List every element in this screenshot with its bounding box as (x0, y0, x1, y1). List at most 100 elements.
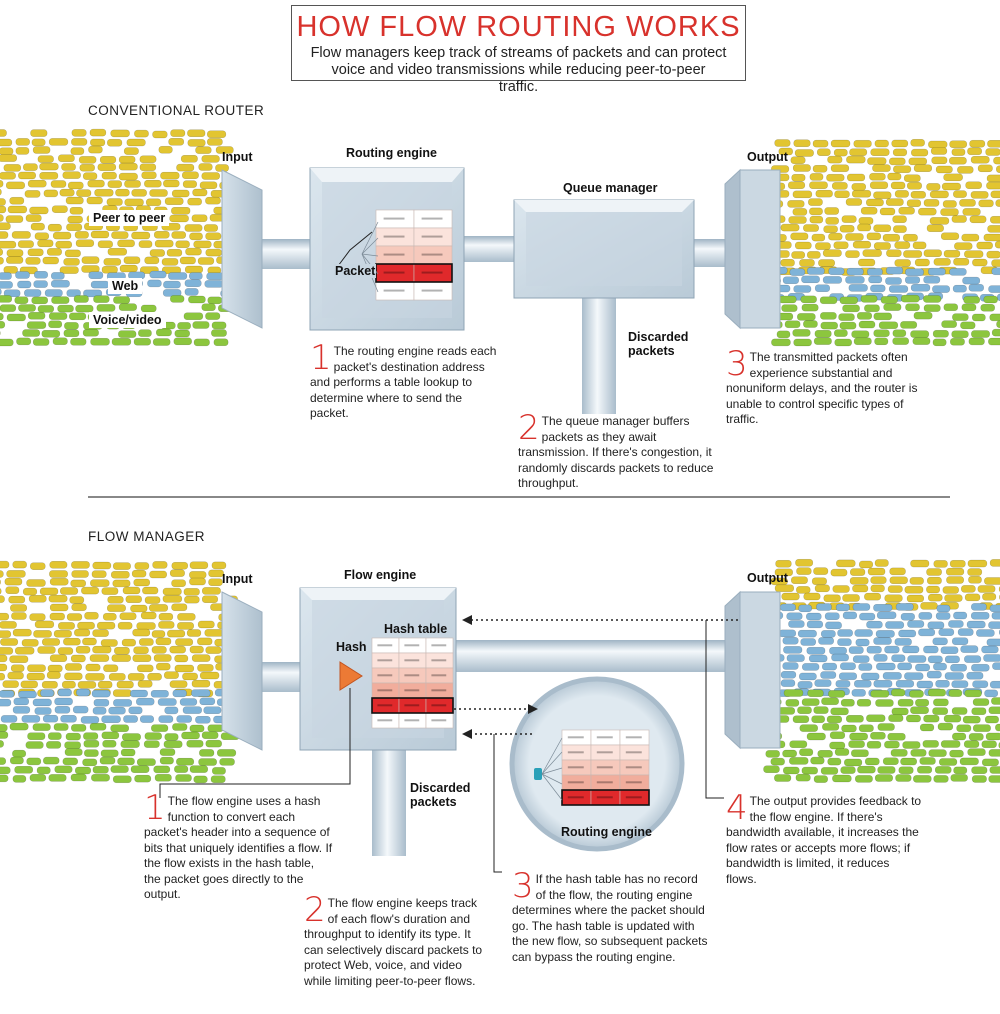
web-packet (927, 655, 943, 664)
voice-packet (0, 312, 4, 321)
p2p-packet (27, 664, 46, 672)
hash-label: Hash (336, 640, 367, 654)
p2p-packet (889, 567, 906, 576)
web-packet (950, 664, 967, 672)
p2p-packet (27, 179, 47, 188)
web-packet (966, 671, 984, 680)
voice-packet (858, 320, 876, 329)
p2p-packet (7, 671, 24, 680)
p2p-packet (162, 587, 182, 596)
p2p-packet (199, 671, 220, 680)
web-packet (900, 612, 915, 621)
p2p-packet (116, 680, 134, 689)
p2p-packet (796, 567, 812, 575)
p2p-packet (174, 664, 195, 673)
web-packet (113, 699, 133, 707)
p2p-packet (130, 604, 148, 613)
p2p-packet (787, 200, 805, 208)
web-packet (195, 716, 211, 724)
p2p-packet (815, 189, 833, 198)
p2p-packet (0, 654, 8, 663)
p2p-packet (34, 620, 55, 629)
p2p-packet (822, 249, 842, 257)
voice-packet (855, 775, 873, 783)
web-packet (989, 604, 1000, 613)
voice-packet (64, 741, 81, 749)
web-packet (172, 689, 187, 698)
p2p-packet (857, 223, 872, 232)
p2p-packet (959, 199, 976, 207)
p2p-packet (189, 561, 209, 569)
p2p-packet (69, 206, 84, 215)
p2p-packet (866, 198, 884, 207)
web-packet (80, 716, 100, 724)
voice-packet (82, 328, 99, 337)
p2p-packet (841, 215, 857, 223)
voice-packet (951, 707, 968, 715)
voice-packet (54, 765, 73, 774)
p2p-packet (5, 586, 20, 594)
p2p-packet (0, 138, 13, 147)
web-packet (971, 603, 987, 611)
p2p-packet (867, 157, 887, 165)
p2p-packet (82, 172, 98, 180)
voice-packet (864, 757, 880, 766)
page-subtitle: Flow managers keep track of streams of p… (310, 45, 727, 95)
web-packet (882, 672, 902, 680)
voice-packet (82, 758, 98, 767)
p2p-packet (991, 259, 1000, 267)
p2p-packet (3, 164, 22, 172)
input-pipe (262, 239, 312, 269)
p2p-packet (859, 560, 874, 569)
voice-packet (92, 765, 109, 774)
p2p-packet (816, 148, 831, 156)
voice-packet (892, 329, 907, 337)
p2p-packet (112, 579, 131, 588)
voice-packet (932, 338, 947, 347)
p2p-packet (42, 256, 59, 265)
voice-packet (980, 303, 995, 312)
p2p-packet (127, 673, 145, 681)
web-packet (34, 271, 48, 279)
voice-packet (781, 304, 798, 312)
p2p-packet (961, 233, 980, 242)
p2p-packet (869, 181, 889, 189)
p2p-packet (812, 139, 829, 148)
p2p-packet (62, 171, 81, 179)
web-packet (0, 272, 12, 280)
p2p-packet (138, 638, 154, 646)
p2p-packet (29, 613, 46, 621)
voice-packet (811, 715, 825, 723)
voice-packet (198, 758, 217, 766)
p2p-packet (119, 612, 137, 620)
p2p-packet (823, 225, 838, 233)
p2p-packet (862, 249, 882, 257)
p2p-packet (0, 672, 6, 681)
p2p-packet (180, 155, 198, 163)
p2p-packet (869, 172, 886, 181)
p2p-packet (189, 571, 207, 579)
p2p-packet (892, 148, 908, 157)
p2p-packet (168, 138, 185, 146)
p2p-packet (6, 249, 24, 257)
web-packet (837, 629, 853, 637)
p2p-packet (0, 612, 10, 621)
p2p-packet (791, 251, 806, 259)
page-title: HOW FLOW ROUTING WORKS (296, 11, 741, 43)
voice-packet (880, 296, 898, 304)
voice-packet (853, 337, 872, 346)
p2p-packet (169, 214, 189, 223)
p2p-packet (886, 249, 902, 257)
p2p-packet (9, 655, 29, 664)
p2p-packet (870, 584, 885, 593)
p2p-packet (22, 587, 38, 596)
web-packet (933, 662, 947, 671)
p2p-packet (949, 140, 968, 148)
p2p-packet (949, 156, 967, 165)
web-packet (825, 621, 842, 630)
p2p-packet (92, 629, 109, 637)
voice-packet (915, 698, 930, 707)
p2p-packet (125, 595, 142, 604)
web-packet (907, 655, 927, 663)
